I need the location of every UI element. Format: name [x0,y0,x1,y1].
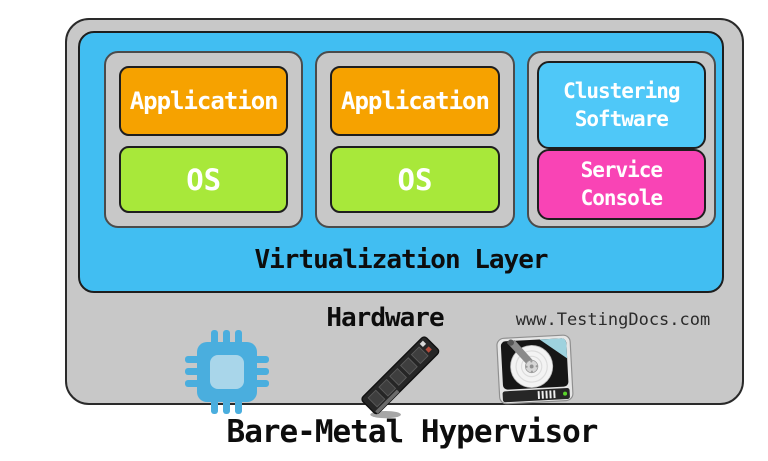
ram-stick-icon [361,336,440,419]
cpu-chip-icon [185,330,269,414]
clustering-software-box: Clustering Software [536,61,706,149]
vm-2: Application OS [315,51,515,228]
vm2-application-box: Application [330,66,500,136]
virtualization-layer-box: Application OS Application OS Clustering… [78,31,724,293]
watermark-text: www.TestingDocs.com [515,310,711,330]
hardware-label: Hardware [326,303,444,333]
vm-row: Application OS Application OS Clustering… [104,51,716,228]
hardware-layer-box: Application OS Application OS Clustering… [65,18,744,419]
diagram-title: Bare-Metal Hypervisor [226,414,599,450]
service-console-box: Service Console [536,148,706,220]
vm2-os-box: OS [330,146,500,213]
virtualization-layer-label: Virtualization Layer [254,245,548,275]
vm1-os-box: OS [119,146,289,213]
vm-1: Application OS [104,51,304,228]
hard-disk-icon [496,334,574,405]
vm-3: Clustering Software Service Console [526,51,716,228]
vm1-application-box: Application [119,66,289,136]
